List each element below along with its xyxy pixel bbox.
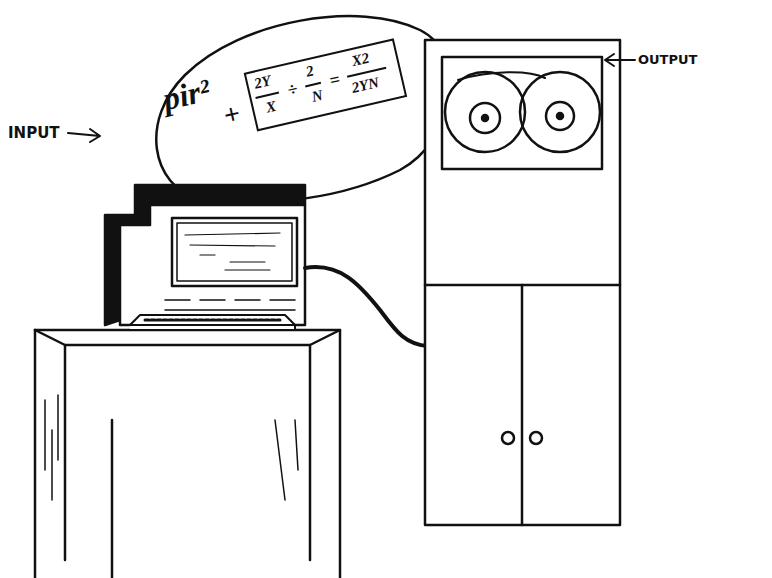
cable xyxy=(305,267,428,346)
desk xyxy=(35,330,340,578)
formula-operator: = xyxy=(328,70,342,90)
fraction-denominator: 2YN xyxy=(350,75,380,96)
fraction-denominator: N xyxy=(310,88,324,105)
formula-operator: ÷ xyxy=(286,79,300,99)
fraction-denominator: X xyxy=(264,99,277,116)
tape-drive xyxy=(425,40,620,525)
input-arrow xyxy=(68,129,100,142)
formula-term: pir² xyxy=(160,73,213,115)
fraction-numerator: 2Y xyxy=(253,73,273,91)
fraction-numerator: 2 xyxy=(304,63,315,79)
fraction-bar xyxy=(255,92,279,99)
output-arrow xyxy=(605,54,635,66)
callout-label: INPUT xyxy=(8,126,60,141)
fraction-bar xyxy=(305,82,321,88)
callout-label: OUTPUT xyxy=(638,53,697,66)
formula-group: pir² +2Y X ÷2N= X2 2YN xyxy=(153,0,446,162)
formula-operator: + xyxy=(221,99,243,130)
fraction-numerator: X2 xyxy=(350,51,370,70)
terminal xyxy=(105,185,305,330)
